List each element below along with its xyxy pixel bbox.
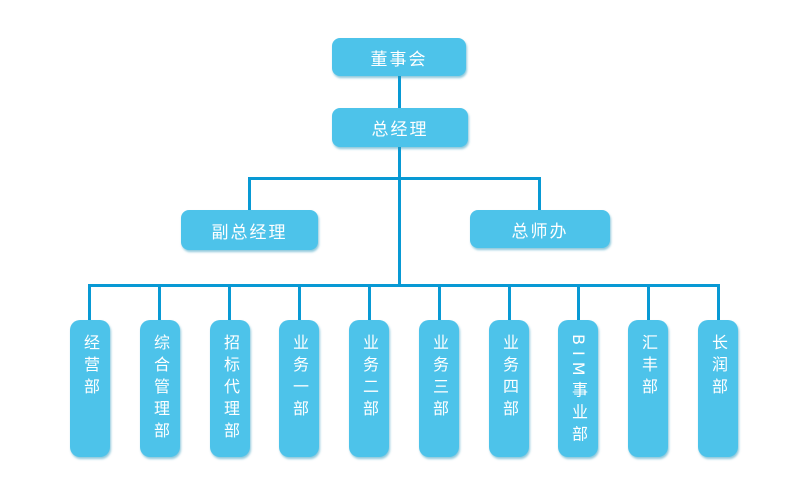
org-node-dept-business-1: 业务一部 bbox=[279, 320, 319, 457]
org-node-dept-huifeng: 汇丰部 bbox=[628, 320, 668, 457]
connector-drop-dept-5 bbox=[368, 284, 371, 321]
connector-drop-dept-1 bbox=[88, 284, 91, 321]
org-node-dept-label: 汇丰部 bbox=[639, 334, 658, 400]
connector-department-bus bbox=[88, 284, 720, 287]
org-node-general-manager: 总经理 bbox=[332, 108, 468, 147]
connector-drop-dept-10 bbox=[717, 284, 720, 321]
connector-drop-chief-office bbox=[538, 177, 541, 211]
org-node-dept-changrun: 长润部 bbox=[698, 320, 738, 457]
org-node-dept-business-2: 业务二部 bbox=[349, 320, 389, 457]
org-node-dept-bim: BIM事业部 bbox=[558, 320, 598, 457]
connector-drop-dept-7 bbox=[508, 284, 511, 321]
connector-gm-trunk bbox=[398, 146, 401, 286]
org-node-dept-business-4: 业务四部 bbox=[489, 320, 529, 457]
connector-drop-dept-3 bbox=[228, 284, 231, 321]
connector-board-to-gm bbox=[398, 75, 401, 109]
connector-level3-branch bbox=[248, 177, 541, 180]
org-node-dept-label: 业务四部 bbox=[500, 334, 519, 422]
org-node-dept-bidding-agency: 招标代理部 bbox=[210, 320, 250, 457]
org-node-dept-general-management: 综合管理部 bbox=[140, 320, 180, 457]
org-node-dept-label: 招标代理部 bbox=[221, 334, 240, 444]
org-node-general-manager-label: 总经理 bbox=[371, 120, 429, 140]
org-node-dept-label: 业务二部 bbox=[360, 334, 379, 422]
org-node-dept-operations: 经营部 bbox=[70, 320, 110, 457]
org-node-dept-label: 长润部 bbox=[709, 334, 728, 400]
org-node-deputy-general-manager-label: 副总经理 bbox=[211, 222, 288, 243]
org-node-chief-engineer-office: 总师办 bbox=[470, 210, 610, 248]
org-node-board-label: 董事会 bbox=[370, 49, 428, 70]
connector-drop-dept-4 bbox=[298, 284, 301, 321]
connector-drop-dept-8 bbox=[577, 284, 580, 321]
connector-drop-dept-6 bbox=[438, 284, 441, 321]
connector-drop-dept-2 bbox=[158, 284, 161, 321]
org-node-dept-label: 综合管理部 bbox=[151, 334, 170, 444]
connector-drop-deputy-gm bbox=[248, 177, 251, 211]
org-node-dept-label: BIM事业部 bbox=[569, 334, 588, 448]
org-node-deputy-general-manager: 副总经理 bbox=[181, 210, 318, 250]
connector-drop-dept-9 bbox=[647, 284, 650, 321]
org-node-board: 董事会 bbox=[332, 38, 466, 76]
org-node-dept-label: 业务三部 bbox=[430, 334, 449, 422]
org-node-chief-engineer-office-label: 总师办 bbox=[511, 221, 569, 242]
org-node-dept-label: 业务一部 bbox=[290, 334, 309, 422]
org-node-dept-business-3: 业务三部 bbox=[419, 320, 459, 457]
org-node-dept-label: 经营部 bbox=[81, 334, 100, 400]
